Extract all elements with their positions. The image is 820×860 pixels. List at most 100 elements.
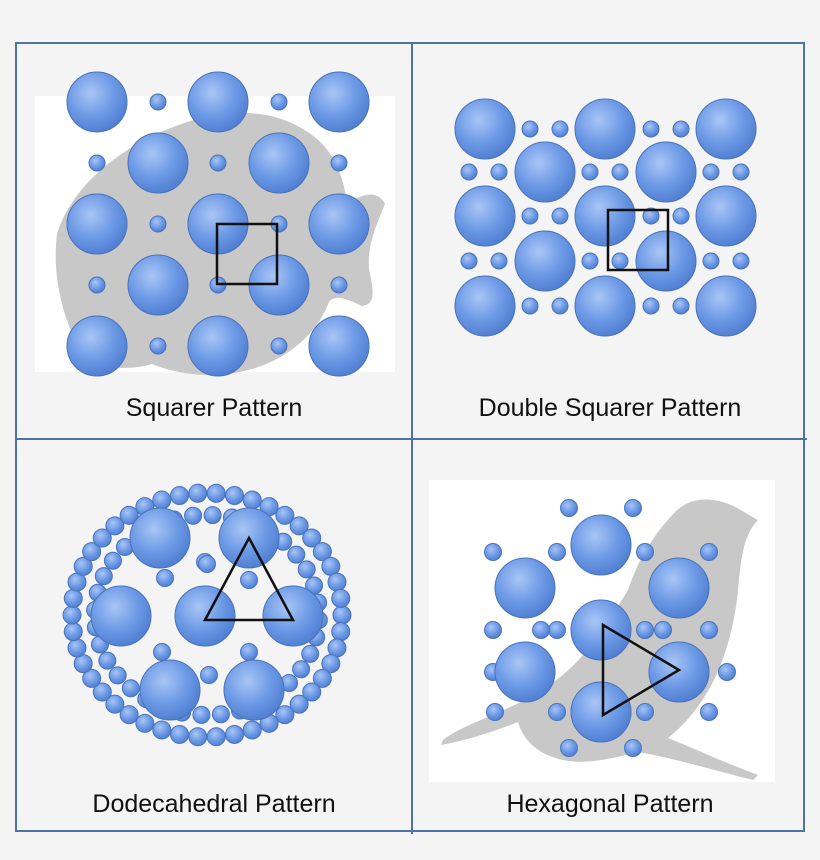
small-sphere [224,486,244,506]
small-sphere [672,120,690,138]
large-sphere [139,659,201,721]
small-sphere [200,666,218,684]
small-sphere [170,724,190,744]
panel-double-squarer: Double Squarer Pattern [412,44,807,439]
small-sphere [135,713,155,733]
small-sphere [521,120,539,138]
small-sphere [152,720,172,740]
small-sphere [206,727,226,747]
large-sphere [648,557,710,619]
small-sphere [611,252,629,270]
caption-double-squarer: Double Squarer Pattern [478,394,742,422]
panel-squarer: Squarer Pattern [17,44,412,439]
small-sphere [92,682,112,702]
large-sphere [308,193,370,255]
panel-dodecahedral: Dodecahedral Pattern [17,439,412,834]
small-sphere [521,297,539,315]
small-sphere [184,506,203,525]
small-sphere [700,543,718,561]
small-sphere [242,720,262,740]
small-sphere [88,154,106,172]
large-sphere [187,71,249,133]
small-sphere [156,569,174,587]
large-sphere [454,275,516,337]
large-sphere [514,141,576,203]
small-sphere [548,703,566,721]
caption-dodecahedral: Dodecahedral Pattern [92,790,336,818]
small-sphere [275,705,295,725]
small-sphere [301,644,320,663]
small-sphere [188,727,208,747]
large-sphere [514,230,576,292]
small-sphere [105,694,125,714]
small-sphere [188,483,208,503]
small-sphere [302,528,322,548]
large-sphere [262,585,324,647]
small-sphere [105,516,125,536]
large-sphere [308,71,370,133]
large-sphere [174,585,236,647]
small-sphere [289,694,309,714]
triangle-marker [601,622,682,718]
small-sphere [460,252,478,270]
small-sphere [490,163,508,181]
small-sphere [560,739,578,757]
small-sphere [551,120,569,138]
large-sphere [308,315,370,377]
small-sphere [700,621,718,639]
small-sphere [92,528,112,548]
squarer-pattern-diagram [35,71,395,377]
small-sphere [581,252,599,270]
small-sphere [460,163,478,181]
small-sphere [149,215,167,233]
small-sphere [718,663,736,681]
small-sphere [312,542,332,562]
large-sphere [635,230,697,292]
small-sphere [98,651,117,670]
small-sphere [581,163,599,181]
small-sphere [198,555,216,573]
small-sphere [654,621,672,639]
small-sphere [121,679,140,698]
large-sphere [648,641,710,703]
small-sphere [82,542,102,562]
small-sphere [636,543,654,561]
small-sphere [108,666,127,685]
large-sphere [695,98,757,160]
large-sphere [695,275,757,337]
small-sphere [292,660,311,679]
small-sphere [331,622,351,642]
caption-hexagonal: Hexagonal Pattern [506,790,714,818]
small-sphere [119,505,139,525]
small-sphere [636,703,654,721]
small-sphere [149,93,167,111]
small-sphere [211,705,230,724]
small-sphere [672,297,690,315]
large-sphere [454,98,516,160]
caption-squarer: Squarer Pattern [125,394,303,422]
small-sphere [152,490,172,510]
large-sphere [574,275,636,337]
small-sphere [203,506,222,525]
small-sphere [240,571,258,589]
small-sphere [636,621,654,639]
small-sphere [624,739,642,757]
small-sphere [732,163,750,181]
small-sphere [270,337,288,355]
small-sphere [330,154,348,172]
small-sphere [270,93,288,111]
small-sphere [62,605,82,625]
large-sphere [570,514,632,576]
small-sphere [103,551,122,570]
small-sphere [521,207,539,225]
small-sphere [484,543,502,561]
small-sphere [702,163,720,181]
small-sphere [548,543,566,561]
large-sphere [494,641,556,703]
large-sphere [574,98,636,160]
small-sphere [611,163,629,181]
small-sphere [642,120,660,138]
small-sphere [82,668,102,688]
triangle-marker [202,535,296,622]
large-sphere [187,315,249,377]
